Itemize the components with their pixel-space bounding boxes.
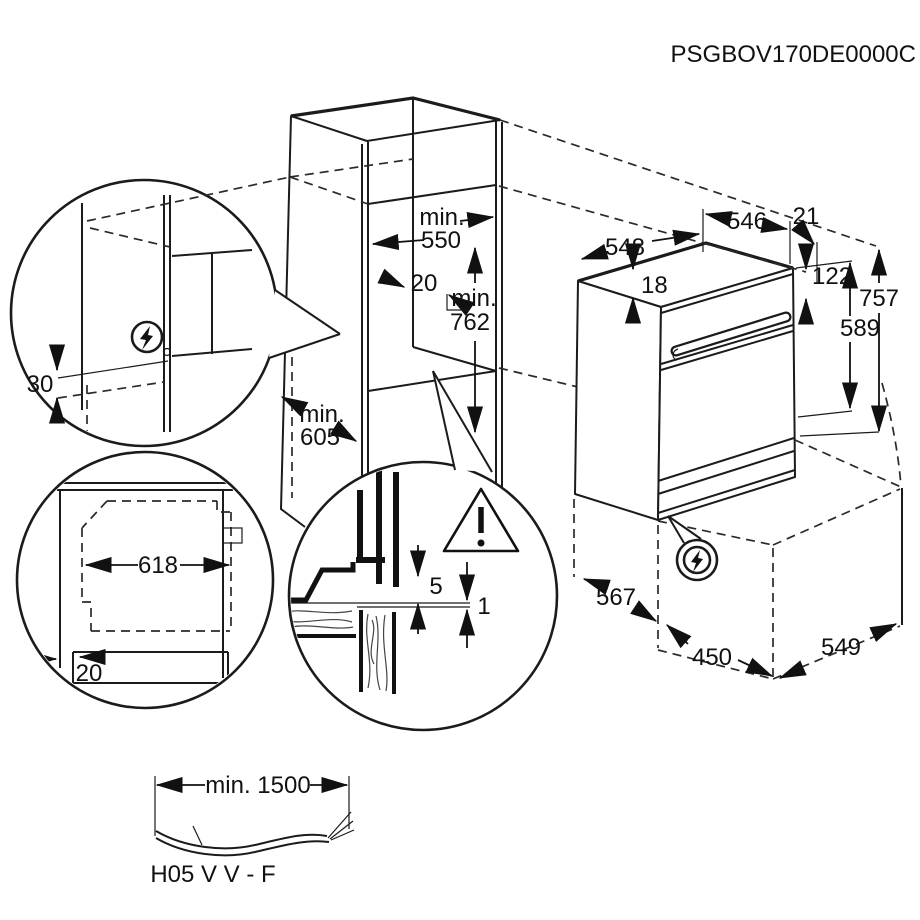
detail-rear-gap: 30 [9,176,341,448]
rear-gap-projection [86,176,291,222]
side-depth-value: 618 [138,552,178,579]
cable-drawing [155,811,355,857]
oven-hidden-profile [81,500,232,632]
lower-depth-value: 605 [300,424,340,451]
niche-shelf-front-edge [367,184,497,205]
niche-floor-side-edge [412,346,497,372]
panel-height-value: 122 [812,263,852,290]
built-in-oven [574,241,796,521]
lightning-icon [140,326,153,350]
connection-box [222,527,243,544]
panel-wood-grain [359,610,396,694]
detail-front-mount: 5 1 [287,370,559,732]
detail-side-view: 618 20 [15,450,275,710]
cabinet-hidden-edges [289,158,414,498]
partition-thickness-value: 20 [411,270,438,297]
cabinet-front-left-edge [361,142,369,520]
rear-gap-electrical-symbol [130,320,164,354]
cable-spec: min. 1500 H05 V V - F [150,772,355,888]
niche-height-value: 762 [450,309,490,336]
oven-front-details [657,273,796,514]
projection-line-low [794,439,902,488]
niche-width-min-label: min. [419,204,464,231]
front-mount-content [291,468,476,694]
oven-dimensions: 548 546 21 18 122 757 589 567 450 549 [580,203,899,679]
cabinet-top-face [290,97,501,142]
top-gap-value: 5 [429,573,442,600]
cable-length-label: min. 1500 [205,772,310,799]
door-height-value: 589 [840,315,880,342]
overall-depth-value: 567 [596,584,636,611]
cabinet-back-left-edge [279,115,306,528]
cabinet-front-right-edge [495,121,503,520]
niche-width-value: 550 [421,227,461,254]
front-clearance-value: 1 [477,593,490,620]
cable-type-label: H05 V V - F [150,861,275,888]
warning-icon [442,487,520,553]
lower-depth-value: 450 [692,644,732,671]
lower-depth-min-label: min. [299,401,344,428]
panel-overhang-value: 21 [793,203,820,230]
rear-gap-value: 30 [27,371,54,398]
oven-side-face [574,280,662,521]
lightning-icon [691,550,703,572]
oven-frame-profile [291,562,356,603]
niche-height-min-label: min. [451,285,496,312]
cabinet-dimensions: min. 550 20 min. 762 min. 605 [280,204,497,451]
oven-front-face [657,267,796,521]
side-view-content [30,456,246,684]
cable-type-tick [192,825,203,846]
niche-floor-front-edge [367,370,497,392]
product-code: PSGBOV170DE0000C [671,41,916,68]
top-clearance-value: 18 [641,272,668,299]
oven-electrical-callout [667,515,719,582]
projection-line-mid [498,185,807,273]
oven-door-handle [670,311,792,361]
rear-gap-content [57,195,253,432]
plinth-recess-value: 20 [76,660,103,687]
carcass-width-value: 546 [727,208,767,235]
total-height-value: 757 [859,285,899,312]
lower-width-value: 549 [821,634,861,661]
oven-width-value: 548 [605,234,645,261]
